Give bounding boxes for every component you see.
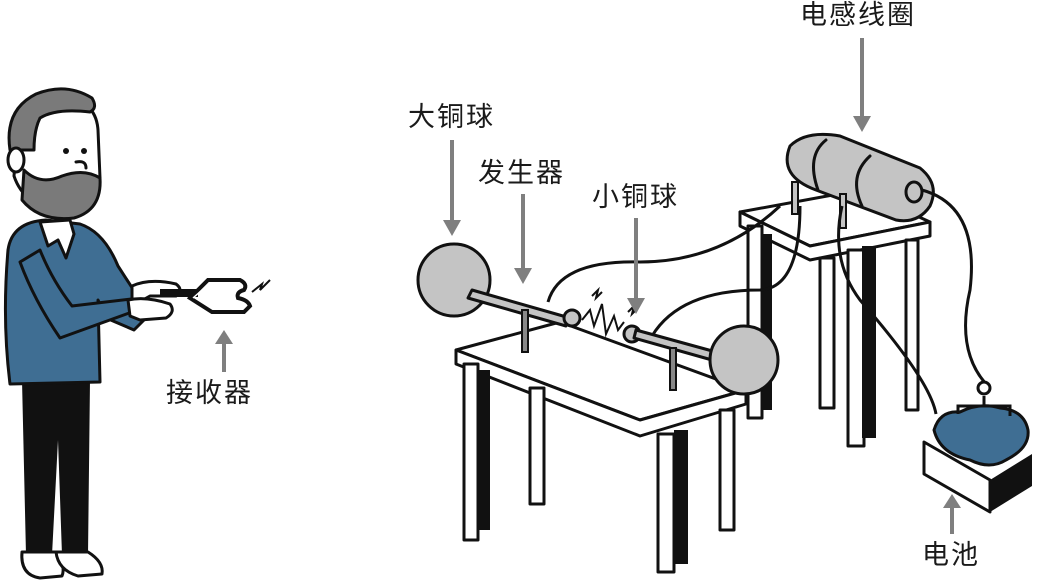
receiver-spark-icon <box>251 279 271 293</box>
large-copper-ball-left <box>416 242 492 318</box>
small-ball-arrowhead <box>627 298 645 314</box>
person-nose <box>74 160 88 170</box>
person-hair <box>7 87 97 152</box>
battery-arrowhead <box>943 494 961 508</box>
person-eye <box>63 148 69 154</box>
person-eye <box>81 148 87 154</box>
person-hand <box>126 297 174 322</box>
receiver-arrowhead <box>215 330 233 344</box>
person-legs <box>20 380 104 580</box>
person-ear <box>6 146 26 174</box>
small-copper-ball-left <box>562 308 582 328</box>
label-small-copper-ball: 小铜球 <box>592 182 679 213</box>
label-large-copper-ball: 大铜球 <box>408 102 495 133</box>
large-ball-arrowhead <box>443 220 461 236</box>
induction-coil <box>785 132 935 229</box>
person-beard <box>20 168 102 221</box>
label-receiver: 接收器 <box>166 378 253 409</box>
coil-arrowhead <box>853 116 871 132</box>
spark-icon <box>591 286 603 302</box>
coil-table <box>738 188 932 448</box>
label-arrows <box>443 38 961 534</box>
battery <box>922 380 1032 514</box>
generator-arrowhead <box>514 268 532 284</box>
label-generator: 发生器 <box>478 158 565 189</box>
person-collar <box>38 218 76 260</box>
generator-table <box>454 320 748 574</box>
generator <box>416 242 780 396</box>
label-induction-coil: 电感线圈 <box>800 0 916 31</box>
spark-gap-icon <box>581 303 625 338</box>
receiver-loop <box>160 278 253 314</box>
large-copper-ball-right <box>708 324 780 396</box>
person-figure <box>3 87 182 580</box>
wires <box>546 188 988 415</box>
label-battery: 电池 <box>922 540 980 571</box>
